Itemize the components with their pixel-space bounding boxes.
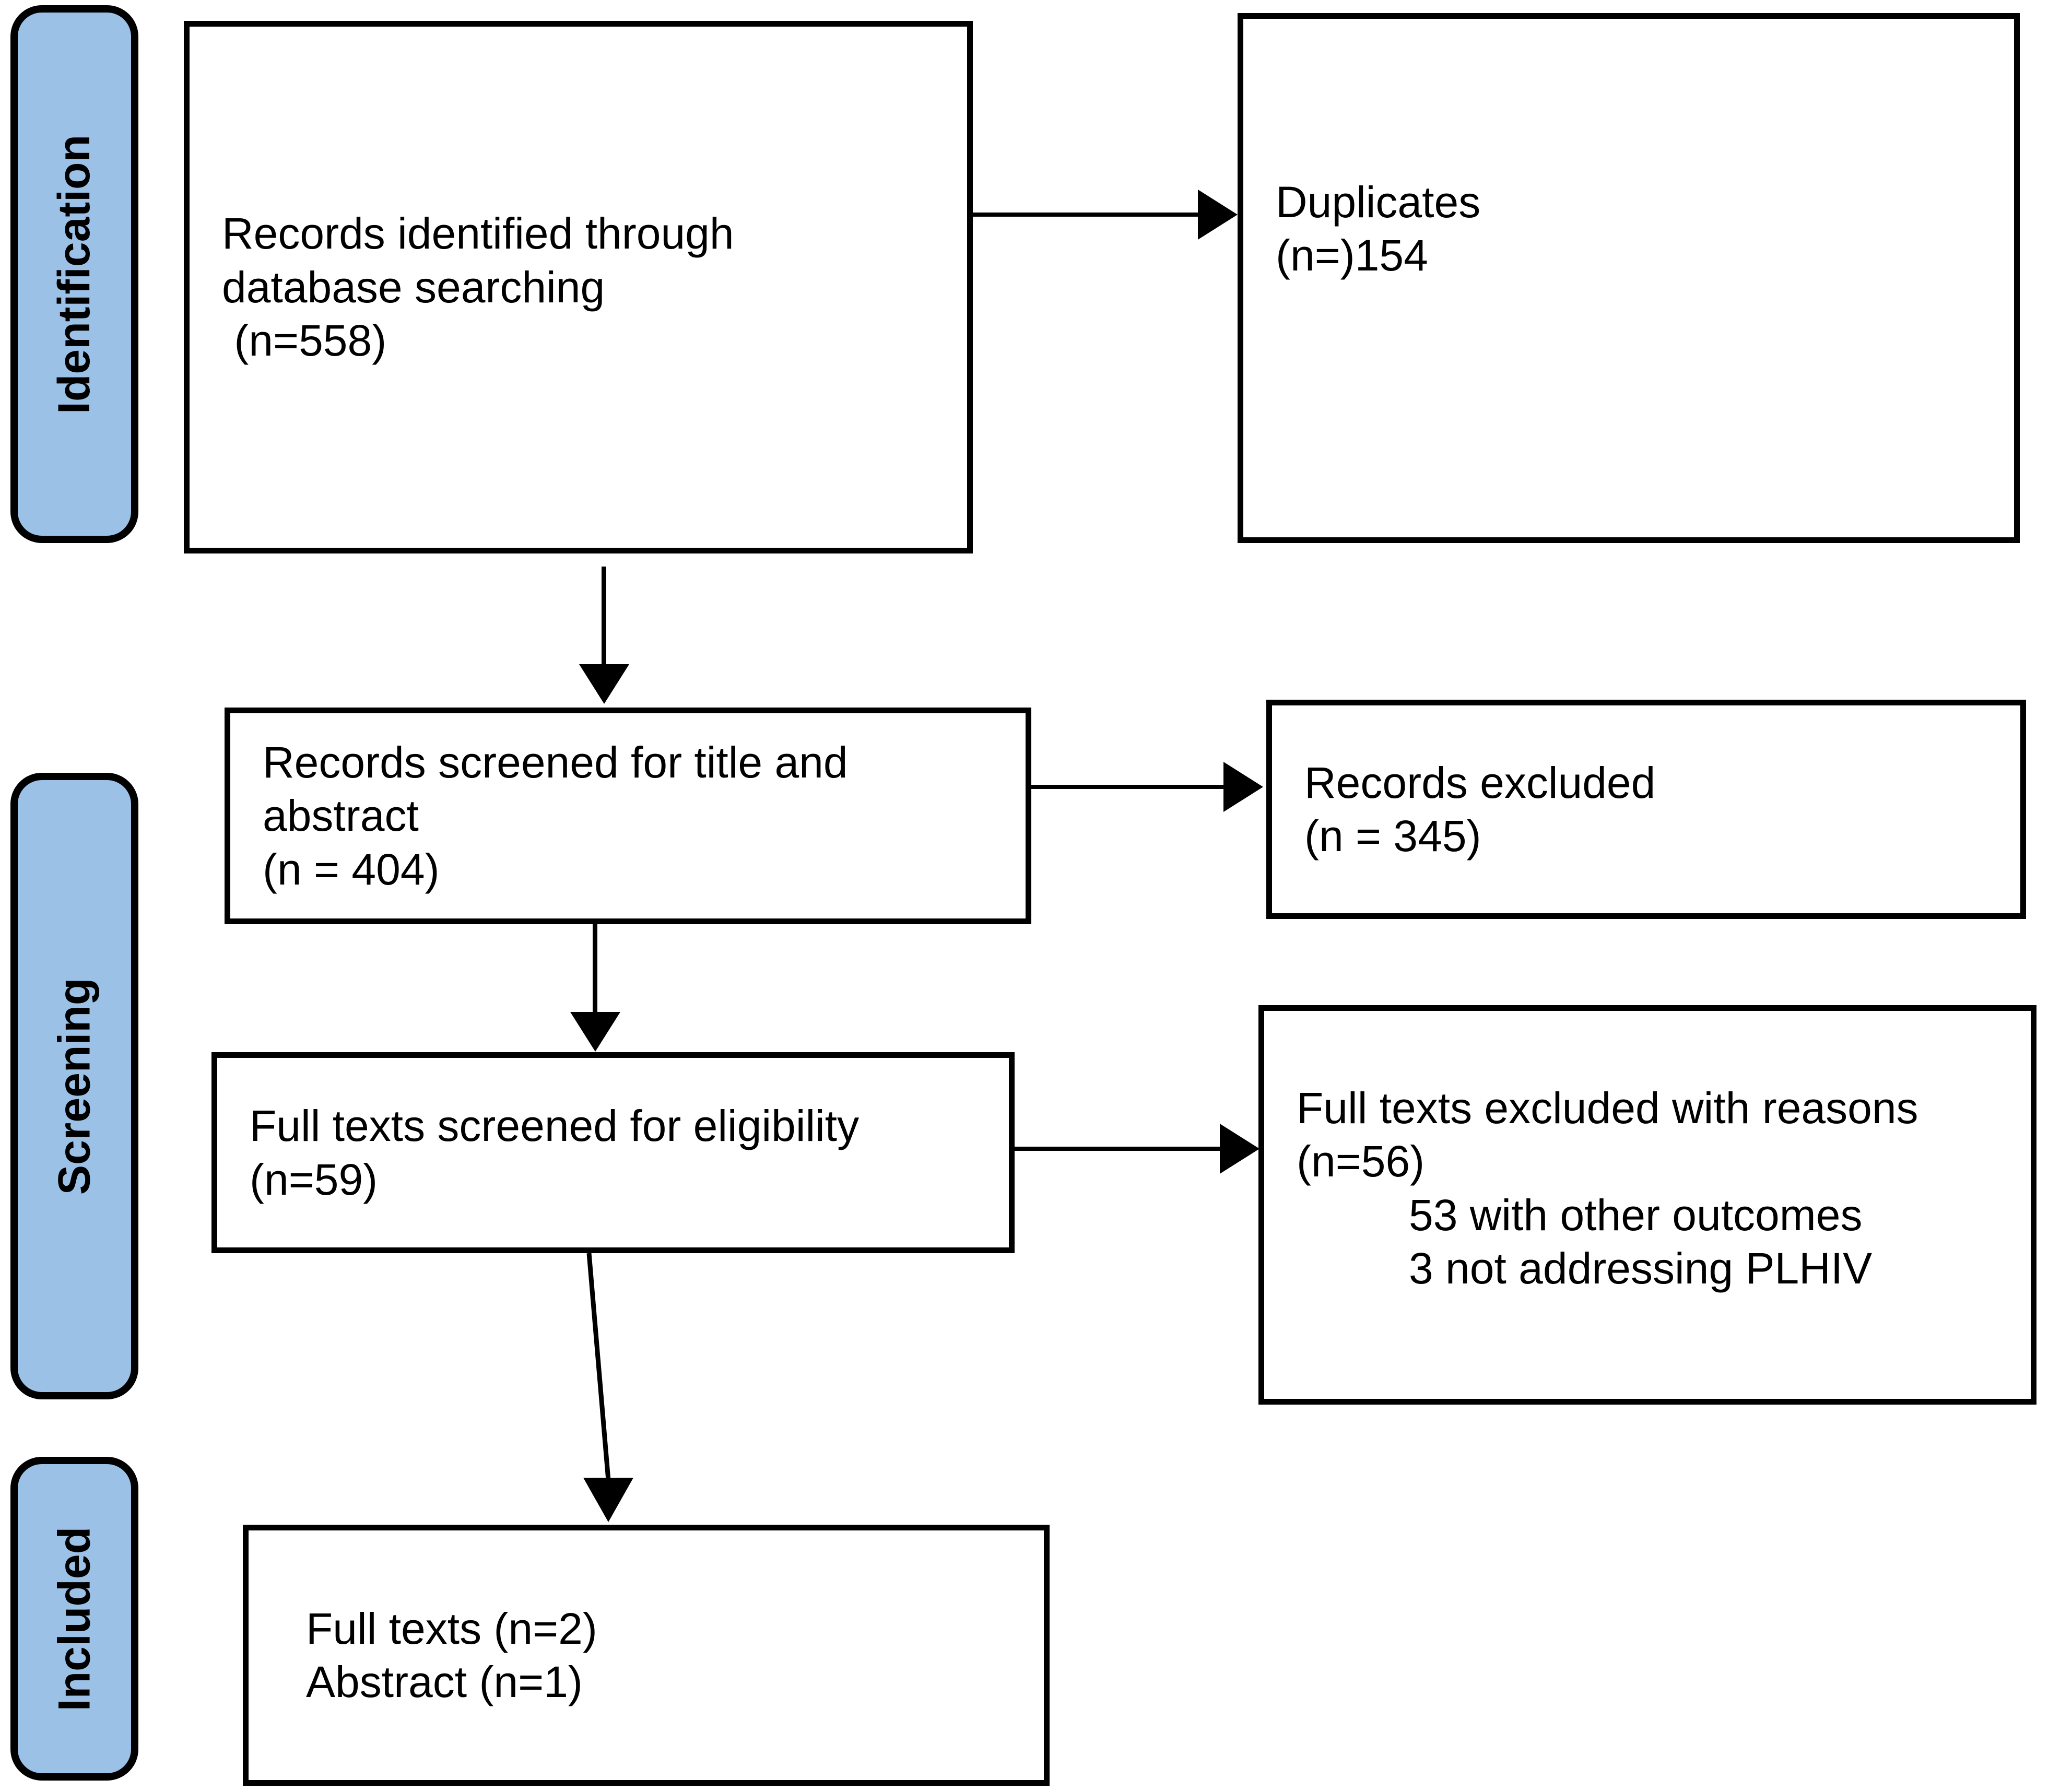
records-screened-line-1: Records screened for title and [263, 737, 848, 787]
fulltexts-screened-line-1: Full texts screened for eligibility [250, 1101, 860, 1151]
connector-fulltexts-to-excluded-arrowhead [1220, 1124, 1259, 1174]
records-identified-line-1: Records identified through [222, 209, 734, 258]
connector-identified-to-screened-arrowhead [579, 664, 629, 704]
connector-fulltexts-to-excluded-line [1015, 1147, 1221, 1151]
stage-label-included-text: Included [49, 1526, 100, 1711]
included-studies-line-1: Full texts (n=2) [306, 1604, 597, 1653]
box-records-excluded: Records excluded (n = 345) [1266, 700, 2026, 919]
fulltexts-excluded-line-1: Full texts excluded with reasons [1297, 1083, 1918, 1133]
stage-label-screening-text: Screening [49, 977, 99, 1195]
box-duplicates: Duplicates (n=)154 [1238, 13, 2020, 543]
connector-screened-to-excluded-arrowhead [1223, 762, 1263, 812]
duplicates-line-2: (n=)154 [1276, 231, 1428, 280]
connector-screened-to-fulltexts-line [593, 924, 597, 1016]
fulltexts-excluded-line-2: (n=56) [1297, 1137, 1425, 1186]
stage-label-identification-text: Identification [49, 134, 100, 414]
fulltexts-excluded-reason-1: 53 with other outcomes [1409, 1190, 1863, 1240]
box-records-screened: Records screened for title and abstract … [225, 708, 1031, 924]
connector-identified-to-duplicates-arrowhead [1198, 190, 1238, 240]
connector-identified-to-duplicates-line [973, 213, 1200, 217]
records-identified-line-3: (n=558) [222, 316, 387, 366]
fulltexts-excluded-reason-2: 3 not addressing PLHIV [1409, 1244, 1873, 1293]
connector-screened-to-fulltexts-arrowhead [570, 1012, 620, 1052]
connector-screened-to-excluded-line [1031, 785, 1225, 789]
stage-label-screening: Screening [10, 773, 138, 1399]
records-excluded-line-1: Records excluded [1304, 758, 1656, 807]
fulltexts-screened-line-2: (n=59) [250, 1154, 378, 1204]
stage-label-identification: Identification [10, 5, 138, 543]
stage-label-included: Included [10, 1457, 138, 1781]
records-identified-line-2: database searching [222, 262, 605, 312]
connector-fulltexts-to-included [583, 1253, 633, 1522]
records-excluded-line-2: (n = 345) [1304, 811, 1481, 861]
included-studies-line-2: Abstract (n=1) [306, 1657, 583, 1706]
box-included-studies: Full texts (n=2) Abstract (n=1) [243, 1525, 1050, 1786]
connector-identified-to-screened-line [602, 567, 606, 668]
records-screened-line-2: abstract [263, 791, 419, 841]
box-fulltexts-excluded: Full texts excluded with reasons (n=56) … [1258, 1005, 2036, 1405]
duplicates-line-1: Duplicates [1276, 178, 1481, 227]
box-records-identified: Records identified through database sear… [184, 21, 973, 553]
box-fulltexts-screened: Full texts screened for eligibility (n=5… [211, 1052, 1015, 1253]
records-screened-line-3: (n = 404) [263, 844, 440, 894]
